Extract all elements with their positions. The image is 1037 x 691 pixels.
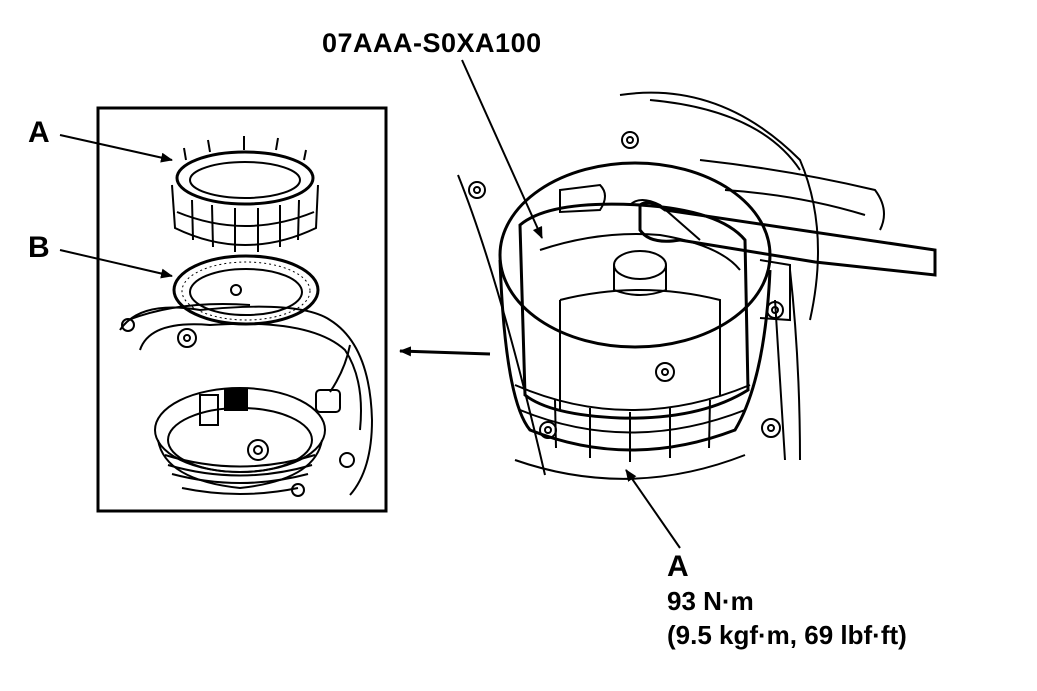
lock-ring-part (171, 136, 319, 252)
main-installed-view (457, 91, 937, 480)
o-ring-gasket-part (172, 254, 320, 326)
inset-frame (96, 106, 388, 513)
inset-label-a: A (28, 116, 50, 149)
main-label-a: A (667, 550, 689, 583)
callout-lines (59, 59, 681, 549)
tool-number-label: 07AAA-S0XA100 (322, 28, 542, 58)
tank-opening (119, 284, 374, 497)
inset-exploded-view (96, 106, 388, 513)
torque-spec-alt: (9.5 kgf·m, 69 lbf·ft) (667, 620, 907, 650)
torque-spec: 93 N·m (667, 586, 754, 616)
wrench-handle (638, 200, 937, 277)
special-tool-installed (518, 183, 791, 420)
inset-label-b: B (28, 231, 50, 264)
